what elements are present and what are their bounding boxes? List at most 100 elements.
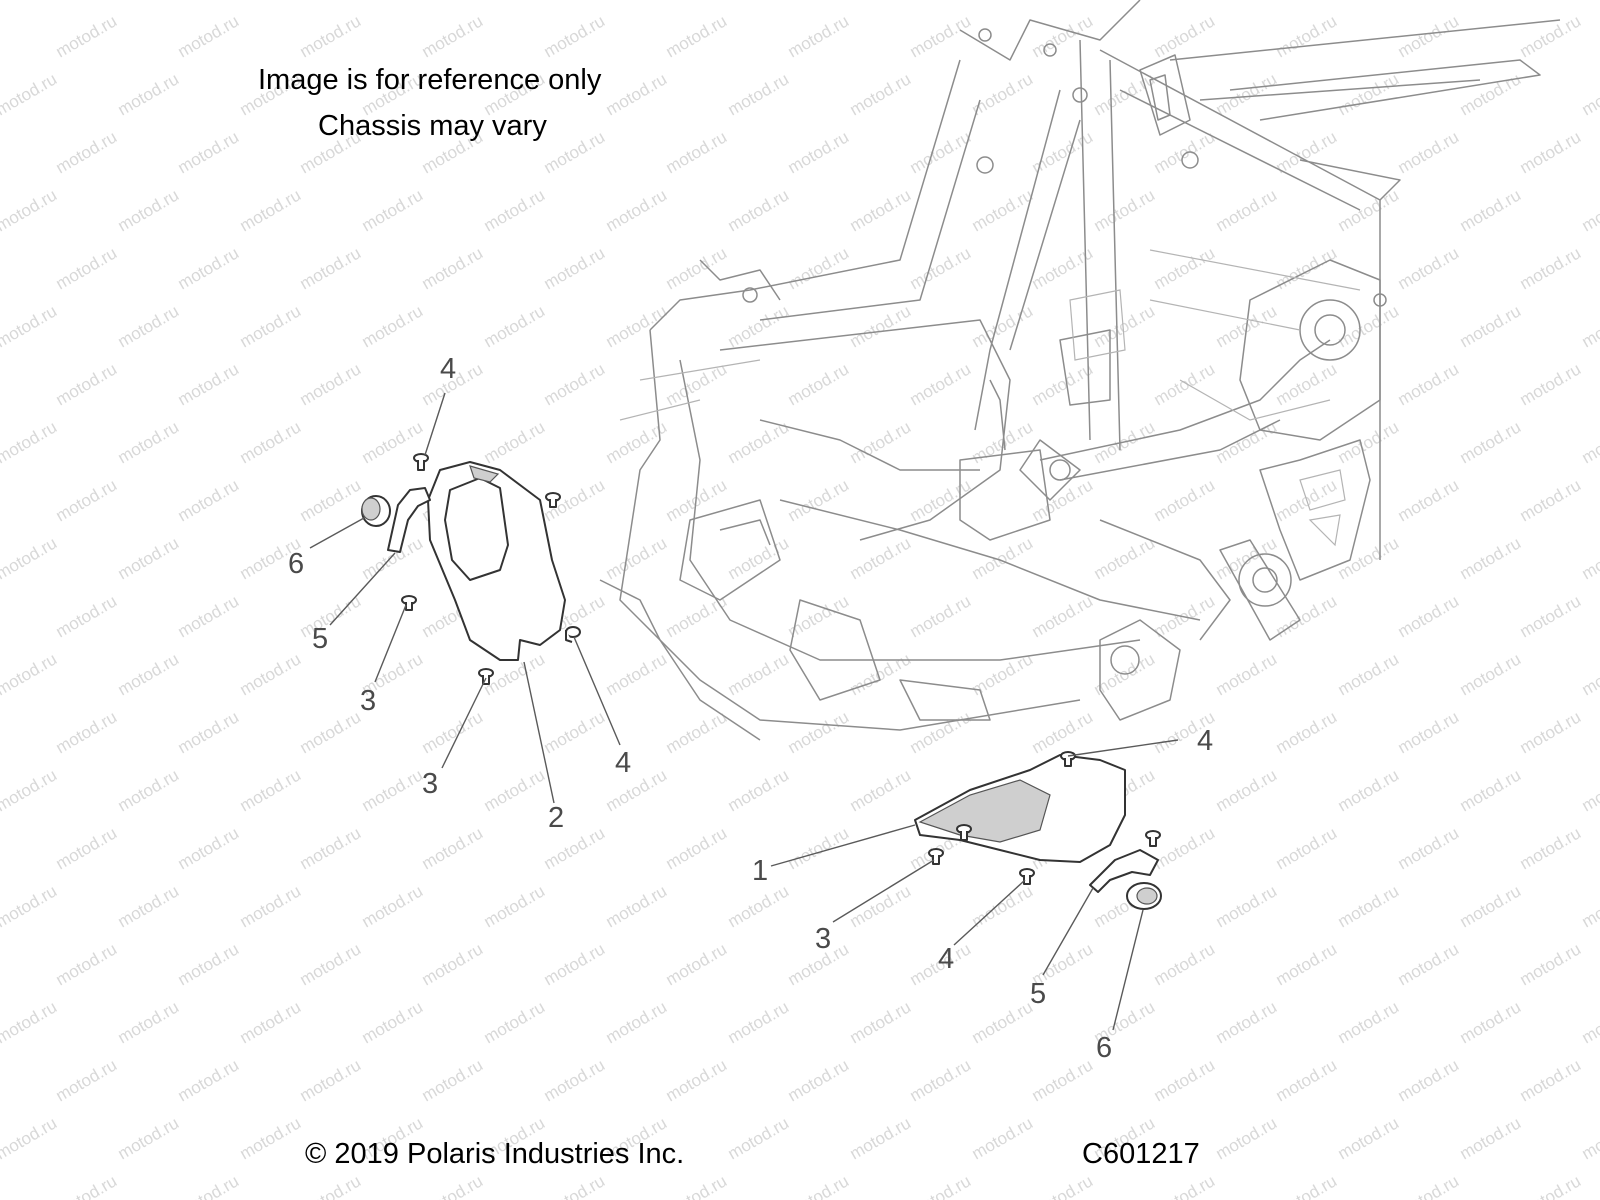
watermark-text: motod.ru [1091, 0, 1159, 3]
callout-left-4-right: 4 [615, 747, 631, 779]
watermark-text: motod.ru [297, 243, 365, 293]
watermark-text: motod.ru [175, 1055, 243, 1105]
watermark-text: motod.ru [1579, 185, 1600, 235]
watermark-text: motod.ru [785, 1055, 853, 1105]
watermark-text: motod.ru [359, 185, 427, 235]
watermark-text: motod.ru [907, 707, 975, 757]
part-5-clip [387, 487, 431, 553]
watermark-text: motod.ru [1273, 127, 1341, 177]
copyright-notice: © 2019 Polaris Industries Inc. [305, 1138, 685, 1170]
watermark-text: motod.ru [847, 0, 915, 3]
watermark-text: motod.ru [1335, 417, 1403, 467]
callout-right-1: 1 [752, 855, 768, 887]
watermark-text: motod.ru [0, 301, 60, 351]
watermark-text: motod.ru [847, 997, 915, 1047]
watermark-text: motod.ru [1517, 939, 1585, 989]
watermark-text: motod.ru [1029, 475, 1097, 525]
watermark-text: motod.ru [0, 881, 60, 931]
watermark-text: motod.ru [725, 881, 793, 931]
watermark-text: motod.ru [1579, 649, 1600, 699]
chassis-frame-drawing [599, 0, 1561, 741]
watermark-text: motod.ru [1273, 11, 1341, 61]
callout-right-4-top: 4 [1197, 725, 1213, 757]
watermark-text: motod.ru [541, 127, 609, 177]
watermark-text: motod.ru [1335, 881, 1403, 931]
watermark-text: motod.ru [969, 0, 1037, 3]
watermark-text: motod.ru [1457, 0, 1525, 3]
left-bracket-assembly [361, 453, 581, 685]
watermark-text: motod.ru [175, 823, 243, 873]
watermark-text: motod.ru [53, 707, 121, 757]
watermark-text: motod.ru [297, 475, 365, 525]
callout-numbers: 4 6 5 3 3 4 2 4 1 3 4 5 6 [288, 353, 1213, 1064]
watermark-text: motod.ru [237, 881, 305, 931]
watermark-text: motod.ru [419, 823, 487, 873]
watermark-text: motod.ru [53, 11, 121, 61]
watermark-text: motod.ru [907, 359, 975, 409]
watermark-text: motod.ru [603, 997, 671, 1047]
watermark-text: motod.ru [785, 475, 853, 525]
watermark-text: motod.ru [663, 939, 731, 989]
watermark-text: motod.ru [53, 939, 121, 989]
part-4-fastener-right [565, 626, 581, 643]
watermark-text: motod.ru [237, 301, 305, 351]
watermark-text: motod.ru [847, 765, 915, 815]
watermark-text: motod.ru [1395, 1171, 1463, 1200]
watermark-text: motod.ru [1151, 243, 1219, 293]
watermark-text: motod.ru [1579, 881, 1600, 931]
part-4-fastener-top [413, 453, 429, 471]
watermark-text: motod.ru [1517, 707, 1585, 757]
watermark-text: motod.ru [603, 69, 671, 119]
watermark-text: motod.ru [663, 1171, 731, 1200]
reference-note: Image is for reference only [258, 64, 602, 96]
watermark-text: motod.ru [115, 765, 183, 815]
watermark-text: motod.ru [1273, 243, 1341, 293]
watermark-text: motod.ru [1335, 533, 1403, 583]
watermark-text: motod.ru [1273, 823, 1341, 873]
watermark-text: motod.ru [1151, 939, 1219, 989]
watermark-text: motod.ru [175, 359, 243, 409]
watermark-text: motod.ru [1457, 1113, 1525, 1163]
callout-left-2: 2 [548, 802, 564, 834]
watermark-text: motod.ru [1029, 359, 1097, 409]
watermark-text: motod.ru [419, 939, 487, 989]
callout-left-5: 5 [312, 623, 328, 655]
watermark-text: motod.ru [53, 359, 121, 409]
watermark-text: motod.ru [1273, 707, 1341, 757]
watermark-text: motod.ru [481, 997, 549, 1047]
watermark-text: motod.ru [237, 0, 305, 3]
watermark-text: motod.ru [603, 0, 671, 3]
watermark-text: motod.ru [175, 243, 243, 293]
watermark-text: motod.ru [663, 823, 731, 873]
callout-right-5: 5 [1030, 978, 1046, 1010]
watermark-text: motod.ru [237, 997, 305, 1047]
watermark-text: motod.ru [419, 243, 487, 293]
watermark-text: motod.ru [603, 417, 671, 467]
watermark-text: motod.ru [1029, 591, 1097, 641]
watermark-text: motod.ru [1335, 1113, 1403, 1163]
watermark-text: motod.ru [1091, 185, 1159, 235]
watermark-text: motod.ru [53, 591, 121, 641]
watermark-text: motod.ru [0, 649, 60, 699]
watermark-text: motod.ru [1091, 533, 1159, 583]
watermark-text: motod.ru [53, 243, 121, 293]
watermark-text: motod.ru [297, 707, 365, 757]
part-6-grommet-face [361, 497, 381, 521]
watermark-text: motod.ru [481, 301, 549, 351]
watermark-text: motod.ru [603, 881, 671, 931]
watermark-text: motod.ru [725, 1113, 793, 1163]
watermark-text: motod.ru [725, 0, 793, 3]
watermark-text: motod.ru [969, 881, 1037, 931]
watermark-text: motod.ru [1151, 359, 1219, 409]
watermark-text: motod.ru [541, 707, 609, 757]
watermark-text: motod.ru [725, 533, 793, 583]
watermark-text: motod.ru [969, 533, 1037, 583]
watermark-text: motod.ru [1335, 997, 1403, 1047]
watermark-text: motod.ru [1213, 997, 1281, 1047]
watermark-text: motod.ru [481, 881, 549, 931]
watermark-text: motod.ru [481, 185, 549, 235]
watermark-text: motod.ru [115, 649, 183, 699]
watermark-text: motod.ru [359, 997, 427, 1047]
part-6-grommet-right-face [1136, 887, 1158, 905]
callout-left-3-upper: 3 [360, 685, 376, 717]
